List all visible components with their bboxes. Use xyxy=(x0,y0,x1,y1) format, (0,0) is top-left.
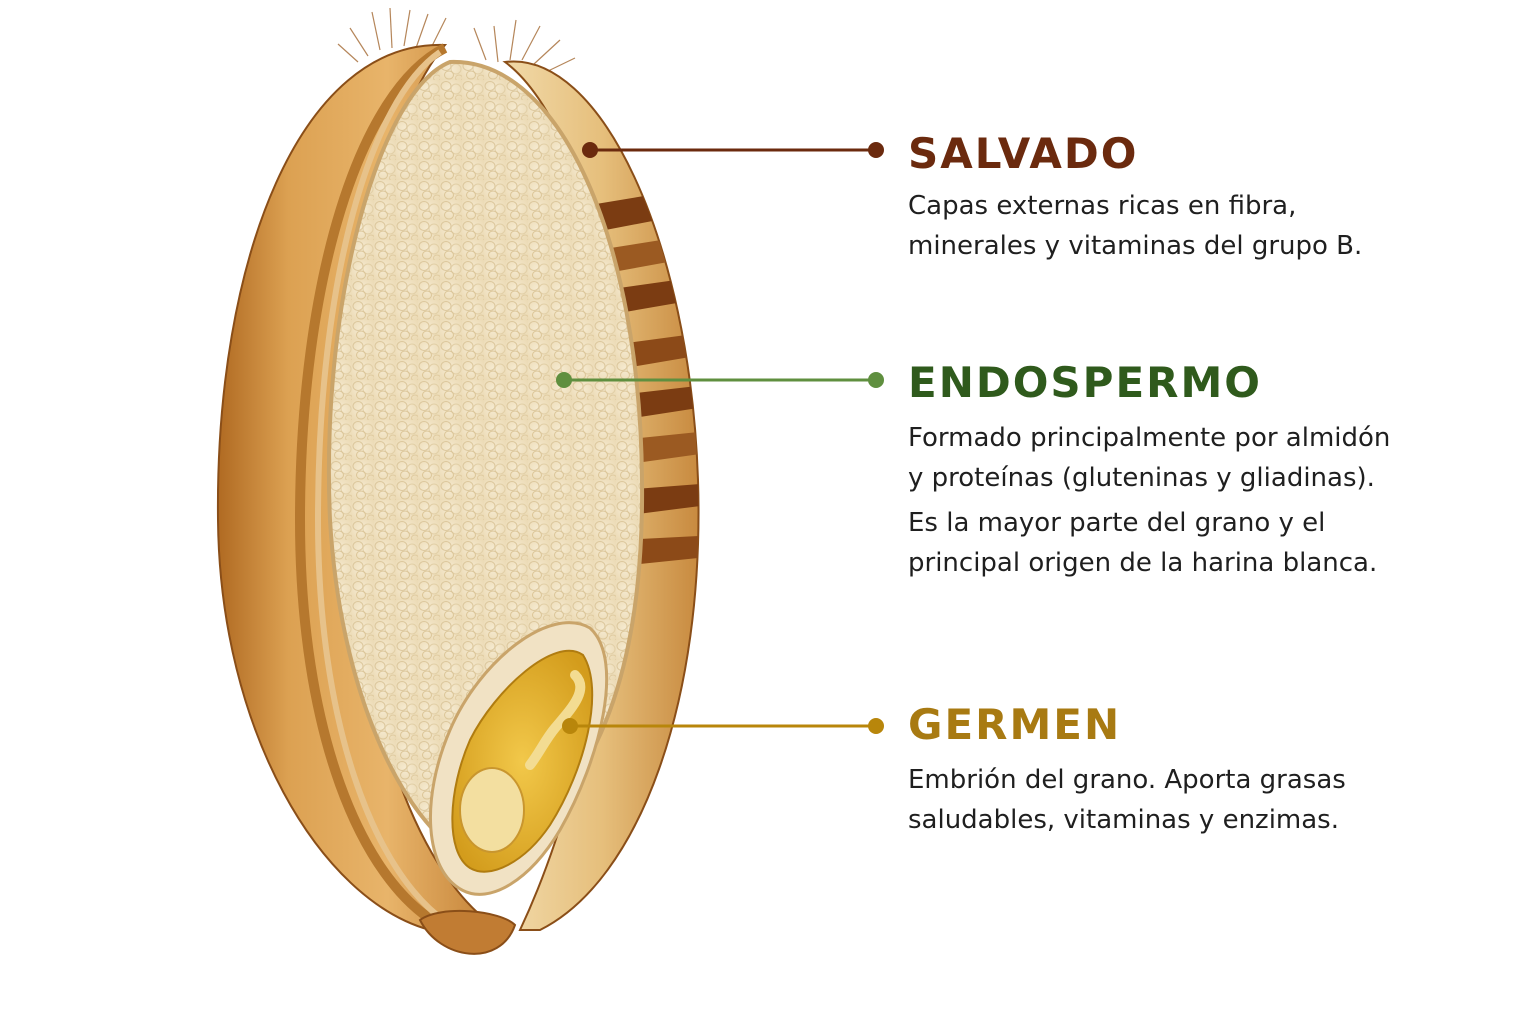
embryo-body xyxy=(459,767,525,853)
label-desc-line: Capas externas ricas en fibra, xyxy=(908,191,1297,221)
label-desc-line: principal origen de la harina blanca. xyxy=(908,548,1378,578)
label-desc-line: Formado principalmente por almidón xyxy=(908,423,1391,453)
label-desc-line: y proteínas (gluteninas y gliadinas). xyxy=(908,463,1375,493)
grain-tip xyxy=(418,910,517,955)
label-desc-line: Embrión del grano. Aporta grasas xyxy=(908,765,1346,795)
label-desc-line: Es la mayor parte del grano y el xyxy=(908,508,1326,538)
leader-line-endospermo xyxy=(556,372,884,388)
embryo-shoot xyxy=(525,670,586,770)
leader-line-salvado xyxy=(582,142,884,158)
label-title-endospermo: ENDOSPERMO xyxy=(908,358,1262,407)
label-desc-line: minerales y vitaminas del grupo B. xyxy=(908,231,1363,261)
label-title-germen: GERMEN xyxy=(908,700,1122,749)
leader-line-germen xyxy=(562,718,884,734)
label-desc-line: saludables, vitaminas y enzimas. xyxy=(908,805,1339,835)
label-title-salvado: SALVADO xyxy=(908,129,1139,178)
grain-hairs xyxy=(337,7,576,73)
